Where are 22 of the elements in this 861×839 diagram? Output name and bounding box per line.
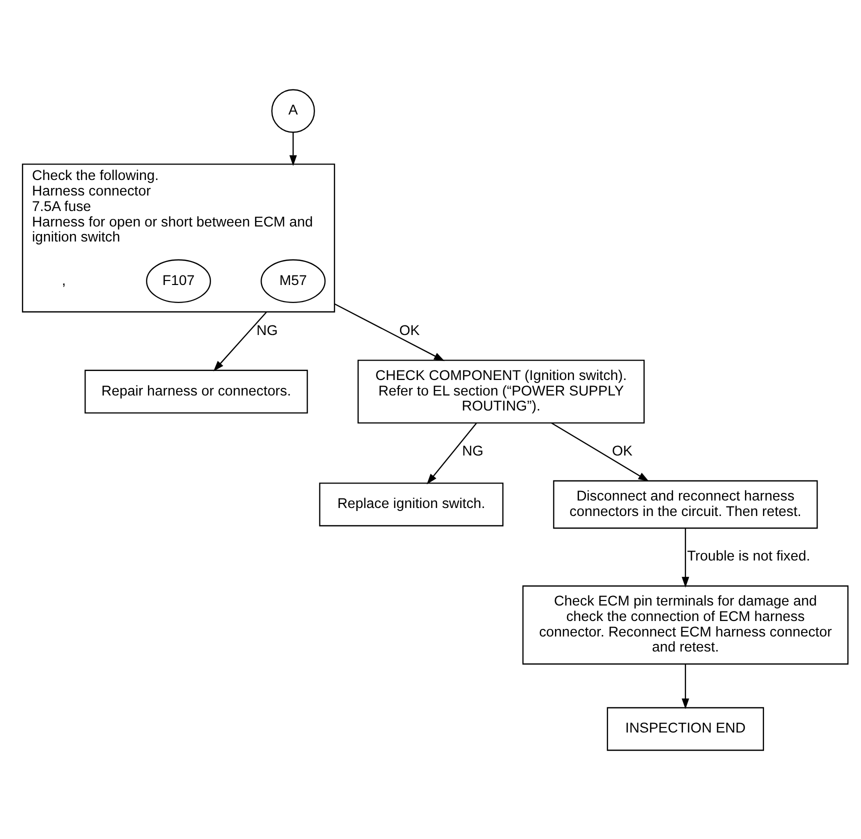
arrow (426, 422, 478, 484)
arrow (289, 132, 297, 166)
node-box: Replace ignition switch. (319, 482, 504, 526)
arrow (682, 528, 690, 588)
edge-label: OK (612, 443, 632, 460)
label: , (62, 272, 66, 288)
edge-label: NG (256, 322, 278, 339)
node-ellipse: M57 (260, 258, 326, 303)
edge-label: Trouble is not fixed. (687, 548, 810, 564)
arrow (551, 422, 649, 481)
node-box: Repair harness or connectors. (84, 369, 308, 413)
node-box: CHECK COMPONENT (Ignition switch). Refer to EL section (“POWER SUPPLY ROUTING”). (358, 359, 645, 424)
node-box: Check ECM pin terminals for damage and check the connection of ECM harness connector. Reconnect ECM harness connector and retest. (522, 584, 848, 664)
node-circle: A (271, 88, 315, 132)
node-ellipse: F107 (146, 258, 211, 303)
arrow (682, 664, 690, 709)
arrow (334, 302, 445, 361)
edge-label: OK (399, 322, 420, 339)
node-box: Disconnect and reconnect harness connectors in the circuit. Then retest. (553, 480, 818, 528)
edge-label: NG (462, 443, 484, 460)
node-box: INSPECTION END (606, 706, 764, 750)
arrow (213, 310, 268, 371)
